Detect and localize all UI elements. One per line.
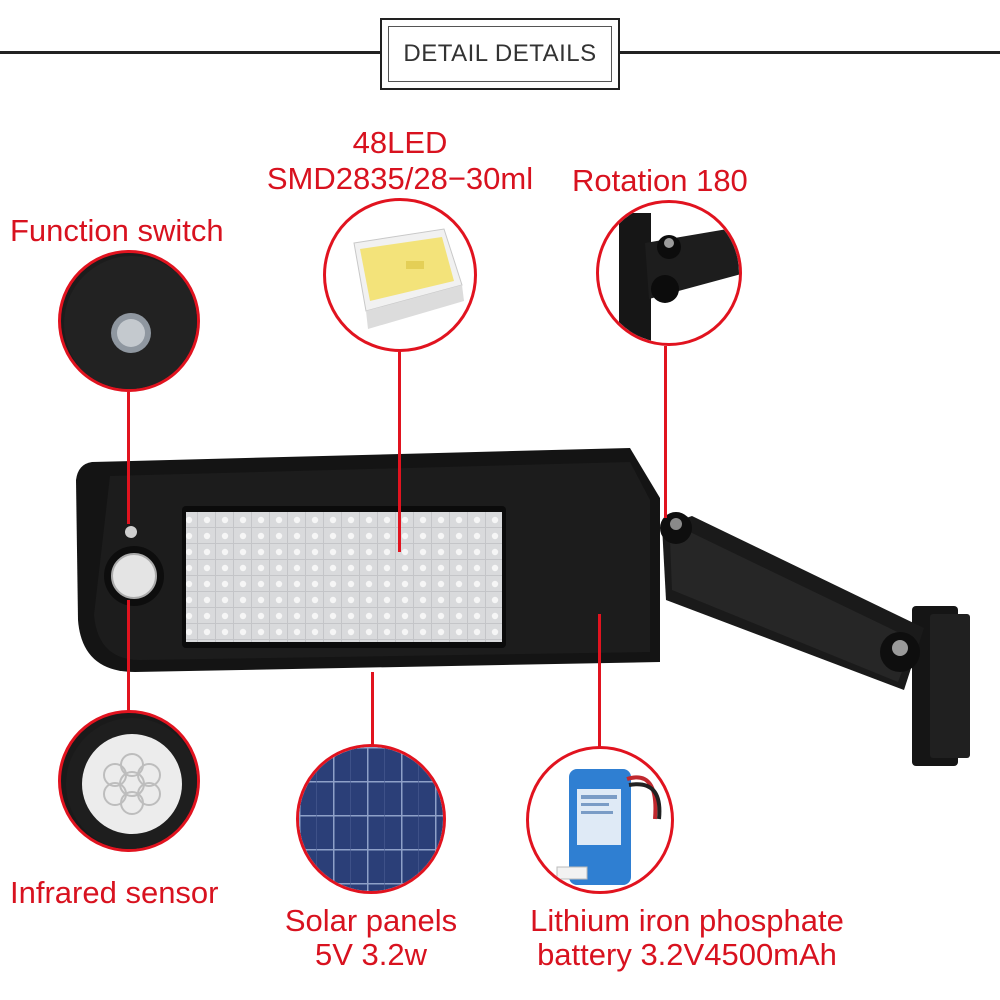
solar-callout <box>296 744 446 894</box>
header-title-inner-frame <box>388 26 612 82</box>
rotation-leader <box>664 346 667 518</box>
infrared-lens-icon <box>66 718 197 849</box>
battery-label-line1: Lithium iron phosphate <box>530 903 844 938</box>
function-switch-label: Function switch <box>10 213 224 248</box>
battery-callout <box>526 746 674 894</box>
header-rule-left <box>0 51 380 54</box>
page-title: DETAIL DETAILS <box>403 40 597 67</box>
function-switch-leader <box>127 392 130 524</box>
led-leader <box>398 352 401 552</box>
solar-leader <box>371 672 374 748</box>
rotation-hinge-icon <box>619 213 739 343</box>
rotation-callout <box>596 200 742 346</box>
rotation-label: Rotation 180 <box>572 163 748 198</box>
lamp-housing <box>76 448 660 672</box>
function-switch-callout <box>58 250 200 392</box>
led-chip-icon <box>353 228 464 329</box>
infrared-label: Infrared sensor <box>10 875 219 910</box>
infrared-callout <box>58 710 200 852</box>
function-switch-button-icon <box>64 256 197 389</box>
led-label-line1: 48LED <box>352 125 448 160</box>
mounting-bracket <box>660 512 970 766</box>
solar-panel-icon <box>299 747 443 891</box>
header-title-box: DETAIL DETAILS <box>380 18 620 90</box>
solar-label-line1: Solar panels <box>284 903 458 938</box>
led-label-line2: SMD2835/28−30ml <box>266 161 534 196</box>
solar-label-line2: 5V 3.2w <box>314 937 427 972</box>
battery-label-line2: battery 3.2V4500mAh <box>537 937 837 972</box>
battery-leader <box>598 614 601 750</box>
infrared-leader <box>127 600 130 712</box>
led-chip-callout <box>323 198 477 352</box>
header-rule-right <box>620 51 1000 54</box>
battery-icon <box>556 769 662 885</box>
